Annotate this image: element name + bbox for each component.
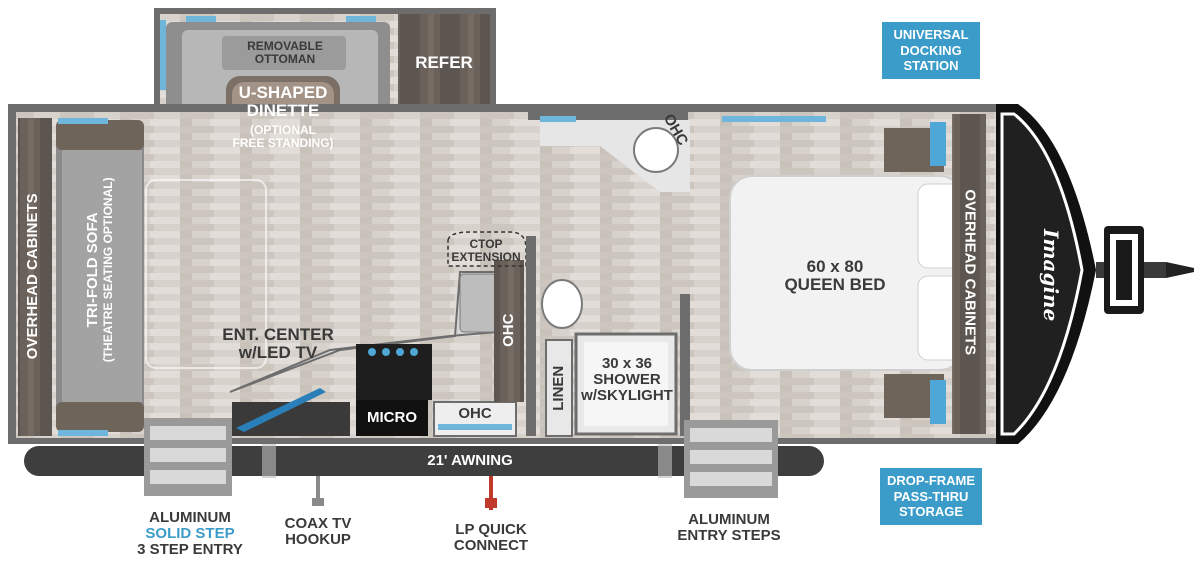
- shower-line-2: SHOWER: [593, 371, 661, 389]
- bed-line-1: 60 x 80: [806, 257, 864, 276]
- coax-label: COAX TV HOOKUP: [268, 515, 368, 549]
- sofa-area: [18, 118, 267, 436]
- shower-line-3: w/SKYLIGHT: [581, 387, 673, 405]
- aluminum-step-line-2: SOLID STEP: [145, 525, 235, 543]
- entry-steps-label: ALUMINUM ENTRY STEPS: [664, 511, 794, 545]
- ctop-line-1: CTOP: [469, 237, 503, 251]
- entry-steps-line-1: ALUMINUM: [688, 511, 770, 528]
- kitchen: [229, 231, 527, 437]
- linen-label: LINEN: [549, 365, 567, 411]
- ottoman-line-1: REMOVABLE: [247, 39, 323, 53]
- sofa-line-2: (THEATRE SEATING OPTIONAL): [100, 177, 115, 363]
- micro-label: MICRO: [367, 409, 417, 426]
- refer-label: REFER: [415, 53, 473, 72]
- imagine-logo: Imagine: [1039, 229, 1063, 322]
- ottoman-line-2: OTTOMAN: [254, 51, 316, 66]
- ent-center-label: ENT. CENTER w/LED TV: [218, 325, 338, 363]
- coax-line-2: HOOKUP: [285, 531, 351, 549]
- coax-line-1: COAX TV: [284, 515, 352, 532]
- dinette-line-2: DINETTE: [246, 101, 320, 121]
- ent-center-line-1: ENT. CENTER: [222, 325, 334, 344]
- overhead-cabinets-left-label: OVERHEAD CABINETS: [23, 193, 41, 360]
- ent-center-line-2: w/LED TV: [238, 343, 318, 363]
- docking-line-2: DOCKING: [900, 42, 962, 58]
- lp-line: [489, 476, 493, 510]
- lp-label: LP QUICK CONNECT: [436, 521, 546, 555]
- dinette-note-line-2: FREE STANDING): [232, 135, 334, 150]
- lp-line-1: LP QUICK: [455, 521, 527, 538]
- storage-line-3: STORAGE: [898, 504, 964, 520]
- coax-line: [316, 476, 320, 506]
- aluminum-step-line-1: ALUMINUM: [149, 509, 231, 526]
- sofa-line-1: TRI-FOLD SOFA: [84, 212, 102, 328]
- shower-label: 30 x 36 SHOWER w/SKYLIGHT: [580, 355, 674, 405]
- docking-line-3: STATION: [903, 58, 959, 74]
- entry-steps-line-2: ENTRY STEPS: [677, 527, 781, 545]
- overhead-cabinets-right-label: OVERHEAD CABINETS: [961, 189, 979, 356]
- ctop-extension-label: CTOP EXTENSION: [446, 238, 526, 264]
- docking-line-1: UNIVERSAL: [893, 27, 969, 42]
- removable-ottoman-label: REMOVABLE OTTOMAN: [230, 40, 340, 66]
- entry-steps: [144, 418, 778, 498]
- shower-line-1: 30 x 36: [601, 355, 653, 372]
- ohc-kitchen-label: OHC: [499, 313, 517, 347]
- lp-line-2: CONNECT: [453, 537, 529, 555]
- dinette-line-1: U-SHAPED: [238, 83, 328, 102]
- storage-line-1: DROP-FRAME: [886, 473, 976, 488]
- dinette-label: U-SHAPED DINETTE: [226, 83, 340, 121]
- dinette-note-label: (OPTIONAL FREE STANDING): [226, 124, 340, 150]
- aluminum-step-line-3: 3 STEP ENTRY: [137, 541, 243, 559]
- awning-label: 21' AWNING: [427, 452, 513, 469]
- dinette-note-line-1: (OPTIONAL: [250, 123, 316, 137]
- storage-line-2: PASS-THRU: [893, 488, 969, 504]
- bathroom: [526, 110, 690, 437]
- docking-station-callout: UNIVERSAL DOCKING STATION: [882, 22, 980, 79]
- bed-line-2: QUEEN BED: [784, 275, 886, 295]
- ctop-line-2: EXTENSION: [451, 249, 521, 264]
- storage-callout: DROP-FRAME PASS-THRU STORAGE: [880, 468, 982, 525]
- sofa-label: TRI-FOLD SOFA (THEATRE SEATING OPTIONAL): [84, 130, 115, 410]
- ohc-lower-label: OHC: [458, 405, 492, 422]
- aluminum-step-label: ALUMINUM SOLID STEP 3 STEP ENTRY: [120, 509, 260, 559]
- bedroom: [722, 114, 986, 434]
- queen-bed-label: 60 x 80 QUEEN BED: [770, 257, 900, 295]
